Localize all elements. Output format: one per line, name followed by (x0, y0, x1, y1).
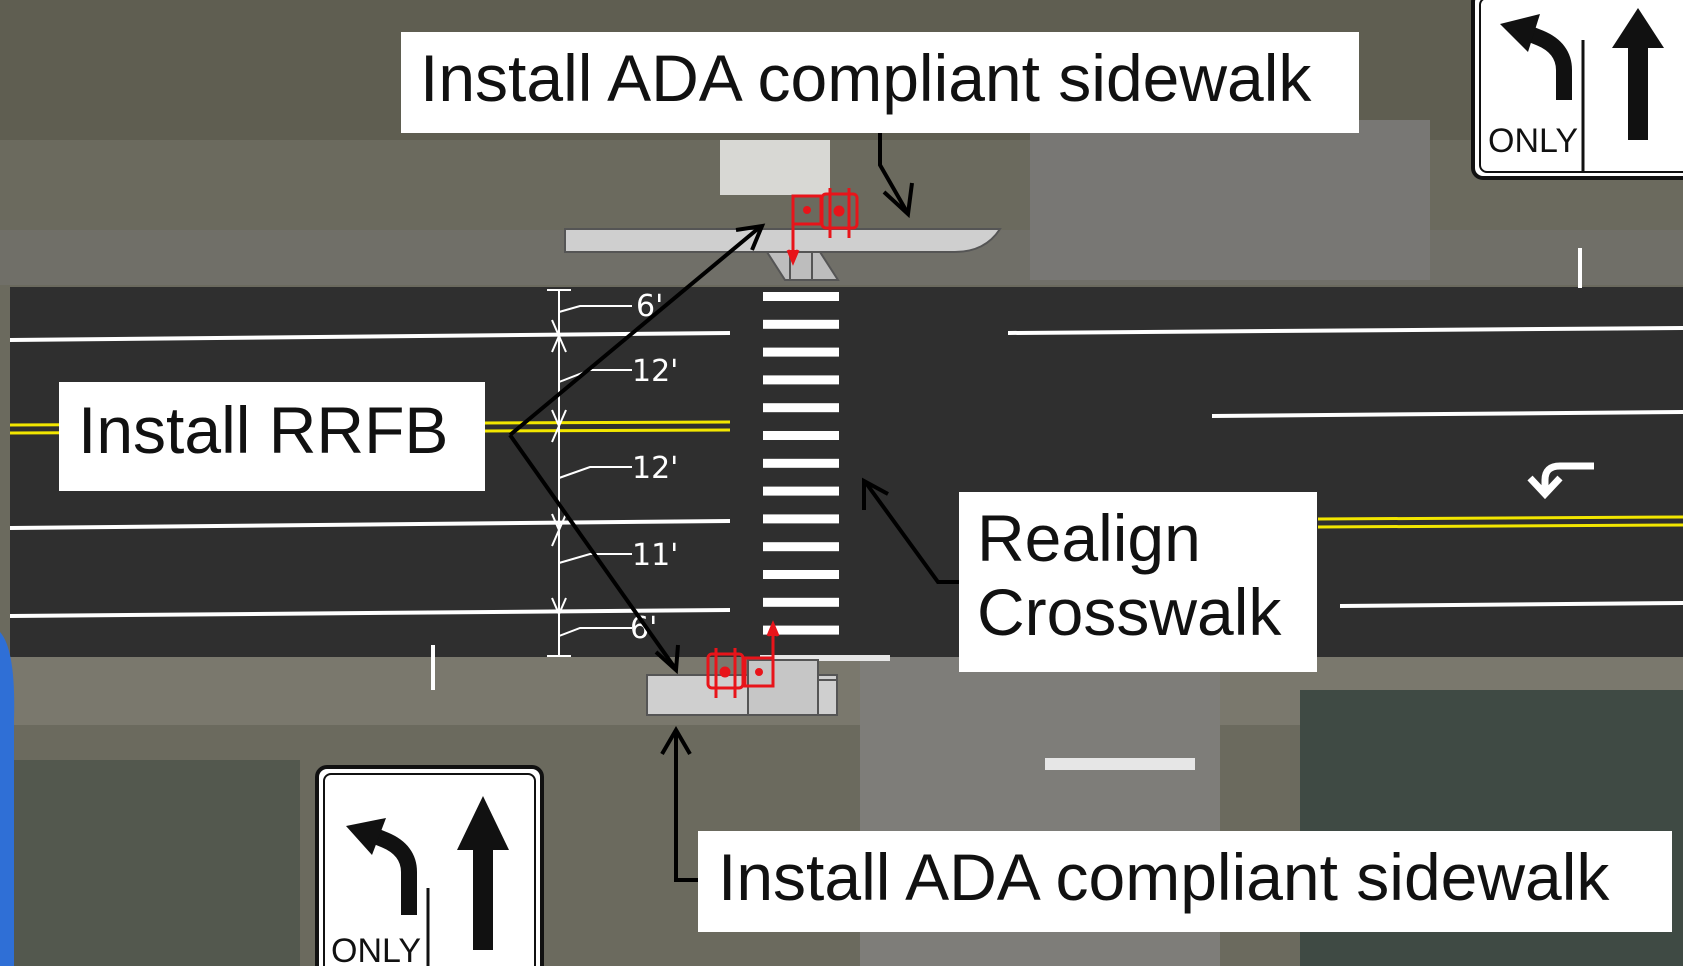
lane-line-east-1 (1007, 326, 1683, 335)
stop-bar-south (1045, 758, 1195, 770)
crosswalk-bar (763, 458, 839, 468)
crosswalk-bar (763, 486, 839, 496)
crosswalk-bar (763, 542, 839, 552)
rrfb-beacon-south (706, 620, 780, 698)
crosswalk-bar (763, 597, 839, 607)
blue-frame-edge (0, 632, 15, 966)
lane-line-west-1 (9, 331, 731, 342)
stop-bar-edge (760, 655, 890, 661)
lane-use-sign-top-right: ONLY (1471, 0, 1683, 180)
crosswalk-bar (763, 292, 839, 301)
lane-line-west-3 (9, 608, 731, 618)
callout-crosswalk-line2: Crosswalk (977, 574, 1282, 649)
dim-label-12ft-1: 12' (632, 354, 678, 389)
post-markers (431, 248, 1582, 690)
dim-label-12ft-2: 12' (632, 451, 678, 486)
callout-crosswalk-line1: Realign (977, 501, 1201, 575)
dim-label-6ft-south: 6' (630, 611, 657, 646)
crosswalk-bar (763, 514, 839, 524)
crosswalk-bar (763, 625, 839, 635)
rrfb-beacon-north (786, 188, 859, 266)
side-road-north (1030, 120, 1430, 280)
sign-only-text-top: ONLY (1488, 122, 1578, 160)
crosswalk-bar (763, 403, 839, 413)
lane-line-west-2 (9, 519, 731, 530)
trees-southwest (0, 760, 300, 966)
crosswalk-bar (763, 570, 839, 579)
lane-use-sign-bottom-left: ONLY (315, 765, 544, 966)
leader-arrows (508, 132, 960, 882)
crosswalk-bar (763, 375, 839, 385)
callout-realign-crosswalk: Realign Crosswalk (959, 492, 1317, 672)
callout-sidewalk-top: Install ADA compliant sidewalk (401, 32, 1359, 133)
callout-rrfb: Install RRFB (59, 382, 485, 491)
crosswalk-bar (763, 431, 839, 440)
centerline-east-a (1317, 515, 1683, 521)
sidewalk-north (564, 228, 1002, 253)
crosswalk-bar (763, 319, 839, 329)
building-roof (720, 140, 830, 195)
crosswalk-markings (763, 292, 839, 635)
callout-sidewalk-top-text: Install ADA compliant sidewalk (420, 41, 1312, 115)
callout-sidewalk-bottom-text: Install ADA compliant sidewalk (718, 840, 1610, 914)
centerline-east-b (1317, 523, 1683, 529)
dim-label-11ft: 11' (632, 538, 678, 573)
curb-ramp-north (765, 251, 840, 281)
left-turn-arrow-marking (1527, 462, 1594, 500)
callout-rrfb-text: Install RRFB (78, 393, 449, 467)
sign-only-text-bottom: ONLY (331, 932, 421, 966)
crosswalk-bar (763, 347, 839, 357)
lane-line-east-3 (1339, 601, 1683, 608)
lane-line-east-2 (1211, 410, 1683, 418)
callout-sidewalk-bottom: Install ADA compliant sidewalk (698, 831, 1672, 932)
